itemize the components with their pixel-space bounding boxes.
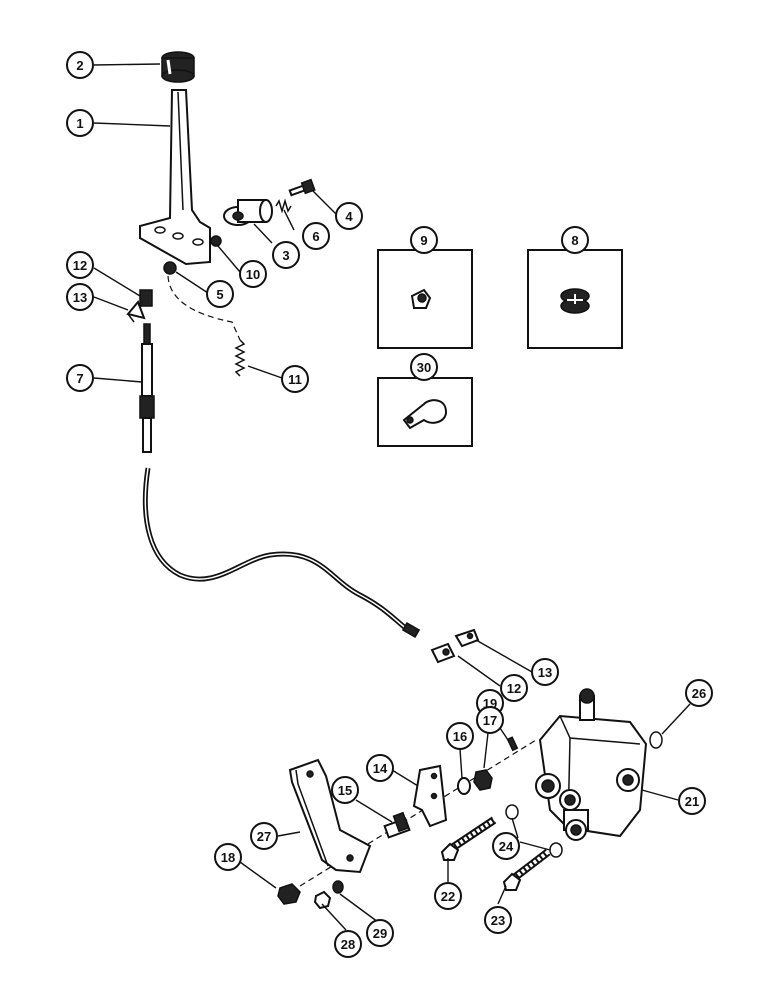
callout-18: 18 [214,843,242,871]
svg-text:29: 29 [373,926,387,941]
callout-28: 28 [334,930,362,958]
fitting-part [383,811,411,839]
nut-part [210,235,222,247]
callout-8: 8 [561,226,589,254]
clevis-part [126,289,153,323]
svg-text:14: 14 [373,761,388,776]
inset-box-8 [527,249,623,349]
pivot-housing-part [223,199,273,226]
svg-text:13: 13 [538,665,552,680]
callout-27: 27 [250,822,278,850]
callout-5: 5 [206,280,234,308]
callout-1: 1 [66,109,94,137]
callout-12-upper: 12 [66,251,94,279]
control-cable-part [139,323,421,638]
bracket-part [288,758,372,874]
svg-text:18: 18 [221,850,235,865]
svg-text:26: 26 [692,686,706,701]
svg-text:21: 21 [685,794,699,809]
svg-text:9: 9 [420,233,427,248]
pin-part [506,736,519,752]
svg-text:22: 22 [441,889,455,904]
callout-10: 10 [239,260,267,288]
svg-text:3: 3 [282,248,289,263]
svg-text:12: 12 [73,258,87,273]
callout-3: 3 [272,241,300,269]
callout-13-upper: 13 [66,283,94,311]
svg-text:13: 13 [73,290,87,305]
screw-part [288,178,316,197]
callout-13-lower: 13 [531,658,559,686]
svg-text:10: 10 [246,267,260,282]
bolt-part [502,848,551,891]
tension-spring-part [234,339,246,377]
svg-text:1: 1 [76,116,83,131]
callout-15: 15 [331,776,359,804]
callout-29: 29 [366,919,394,947]
svg-text:12: 12 [507,681,521,696]
washer-part [457,777,471,795]
nut-part [163,261,177,275]
callout-11: 11 [281,365,309,393]
svg-text:5: 5 [216,287,223,302]
nut-part [473,769,493,791]
svg-text:4: 4 [345,209,353,224]
washer-part [549,842,563,858]
callout-16: 16 [446,722,474,750]
svg-text:7: 7 [76,371,83,386]
svg-text:2: 2 [76,58,83,73]
clevis-part [430,628,480,664]
inset-box-9 [377,249,473,349]
o-ring-part [649,731,663,749]
nut-part [277,883,301,905]
callout-22: 22 [434,882,462,910]
lever-plate-part [412,764,448,828]
svg-text:30: 30 [417,360,431,375]
callout-9: 9 [410,226,438,254]
callout-17: 17 [476,706,504,734]
washer-part [332,880,344,894]
callout-24: 24 [492,832,520,860]
callout-2: 2 [66,51,94,79]
svg-text:23: 23 [491,913,505,928]
callout-12-lower: 12 [500,674,528,702]
svg-text:6: 6 [312,229,319,244]
callout-4: 4 [335,202,363,230]
callout-26: 26 [685,679,713,707]
inset-box-30 [377,377,473,447]
knob-part [161,51,195,83]
svg-text:24: 24 [499,839,514,854]
svg-text:8: 8 [571,233,578,248]
screw-part [313,890,332,910]
spring-part [275,198,292,214]
svg-text:16: 16 [453,729,467,744]
callout-30: 30 [410,353,438,381]
svg-text:17: 17 [483,713,497,728]
lever-part [139,89,211,266]
svg-text:27: 27 [257,829,271,844]
callout-7: 7 [66,364,94,392]
washer-part [505,804,519,820]
callout-6: 6 [302,222,330,250]
svg-text:15: 15 [338,783,352,798]
callout-14: 14 [366,754,394,782]
valve-body-part [535,688,648,841]
svg-text:11: 11 [288,372,302,387]
callout-21: 21 [678,787,706,815]
bolt-part [440,816,497,861]
svg-text:28: 28 [341,937,355,952]
callout-23: 23 [484,906,512,934]
leader-lines [93,63,691,931]
